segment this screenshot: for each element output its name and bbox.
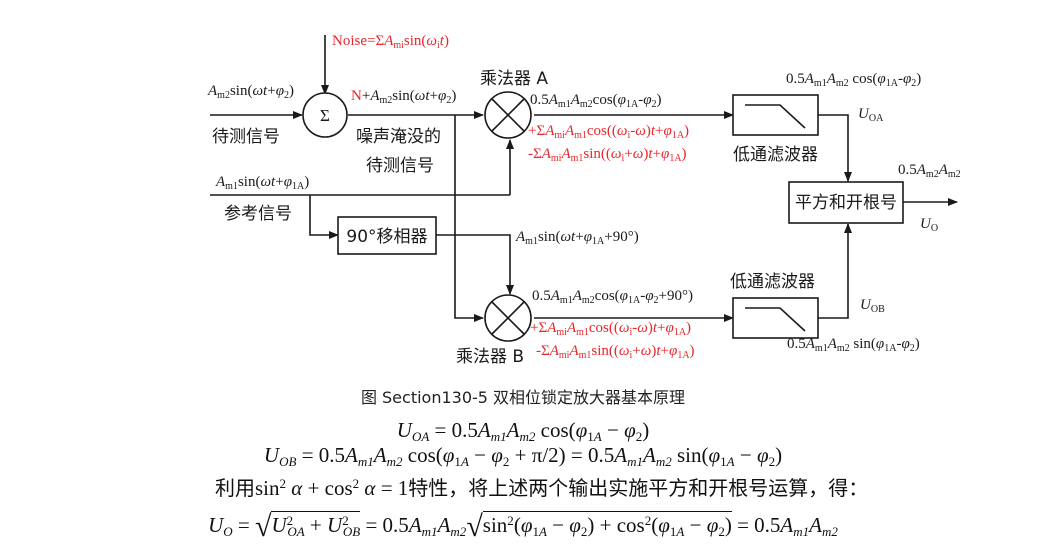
identity-text-line: 利用sin2 α + cos2 α = 1特性，将上述两个输出实施平方和开根号运…: [215, 475, 869, 500]
reference-signal-label: 参考信号: [224, 204, 292, 224]
noisy-signal-label-1: 噪声淹没的: [356, 127, 441, 147]
shifter-output: [436, 234, 514, 295]
lpf-a-to-sqrt: [818, 114, 852, 182]
lpf-b-box: [732, 297, 819, 339]
multiplier-b: [484, 294, 532, 342]
mult-a-out2: +ΣAmiAm1cos((ωi-ω)t+φ1A): [528, 123, 689, 141]
summer-circle: [302, 92, 348, 138]
equation-uo: UO = √U2OA + U2OB = 0.5Am1Am2√sin2(φ1A −…: [208, 510, 838, 543]
figure-caption: 图 Section130-5 双相位锁定放大器基本原理: [360, 388, 686, 407]
multiplier-a-label: 乘法器 A: [480, 69, 548, 89]
mult-b-out2: +ΣAmiAm1cos((ωi-ω)t+φ1A): [530, 320, 691, 338]
sqrt-label: 平方和开根号: [795, 193, 897, 213]
uo-result: 0.5Am2Am2: [898, 162, 961, 180]
noise-formula: Noise=ΣAmisin(ωit): [332, 33, 449, 51]
lpf-a-box: [732, 94, 819, 136]
uob-label: UOB: [860, 297, 885, 315]
input-formula: Am2sin(ωt+φ2): [207, 83, 294, 101]
multiplier-b-label: 乘法器 B: [456, 347, 524, 367]
ref-formula: Am1sin(ωt+φ1A): [215, 174, 309, 192]
uoa-result: 0.5Am1Am2 cos(φ1A-φ2): [786, 71, 921, 89]
mult-b-out3: -ΣAmiAm1sin((ωi+ω)t+φ1A): [536, 343, 695, 361]
ref-to-shifter: [309, 195, 339, 239]
noisy-signal-label-2: 待测信号: [366, 156, 434, 176]
equation-uob: UOB = 0.5Am1Am2 cos(φ1A − φ2 + π/2) = 0.…: [263, 443, 783, 469]
lpf-b-label: 低通滤波器: [730, 272, 815, 292]
uob-result: 0.5Am1Am2 sin(φ1A-φ2): [787, 336, 920, 354]
mult-a-out3: -ΣAmiAm1sin((ωi+ω)t+φ1A): [528, 146, 687, 164]
shifted-formula: Am1sin(ωt+φ1A+90°): [515, 229, 639, 247]
lpf-a-label: 低通滤波器: [733, 145, 818, 165]
equation-uoa: UOA = 0.5Am1Am2 cos(φ1A − φ2): [396, 418, 650, 444]
lpf-b-to-sqrt: [818, 223, 852, 319]
mult-b-out1: 0.5Am1Am2cos(φ1A-φ2+90°): [532, 288, 693, 306]
phase-shifter-box: [337, 216, 437, 255]
multiplier-a: [484, 91, 532, 139]
sqrt-box: [788, 181, 904, 224]
uo-label: UO: [920, 216, 938, 234]
lpf-a-icon: [745, 104, 806, 129]
sum-symbol: Σ: [320, 106, 330, 125]
noisy-signal-formula: N+Am2sin(ωt+φ2): [351, 88, 456, 106]
branch-to-mult-b: [454, 115, 484, 322]
lpf-b-icon: [745, 307, 806, 332]
lock-in-amplifier-diagram: Σ 90°移相器 平方和开根号 Noise=ΣAmisin(ωit) Am2si…: [207, 33, 961, 367]
mult-a-out1: 0.5Am1Am2cos(φ1A-φ2): [530, 92, 662, 110]
signal-to-test-label: 待测信号: [212, 127, 280, 147]
uoa-label: UOA: [858, 106, 884, 124]
phase-shifter-label: 90°移相器: [346, 227, 427, 247]
